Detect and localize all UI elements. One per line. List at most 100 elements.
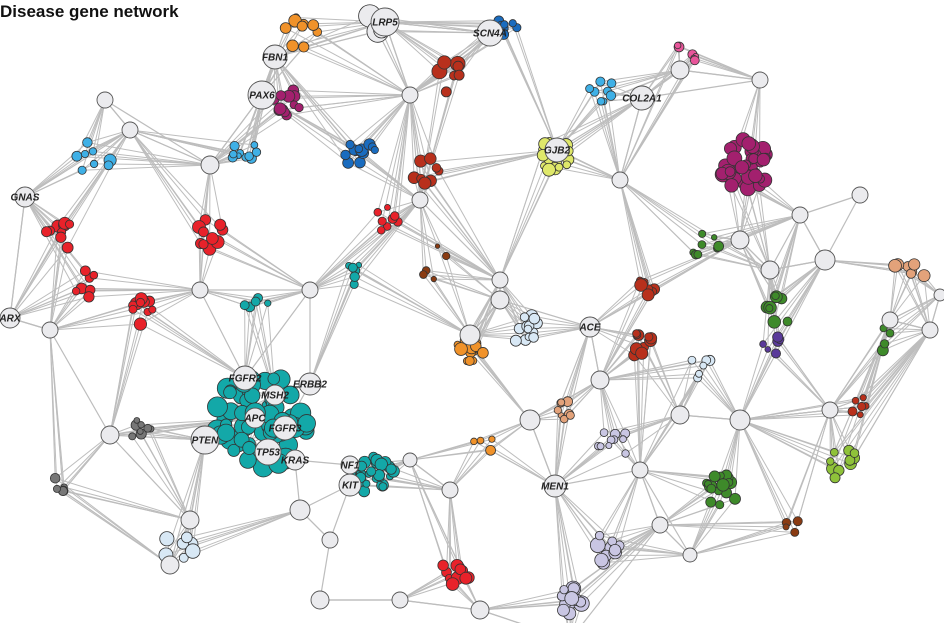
edge <box>352 267 471 336</box>
edge <box>702 365 741 421</box>
edge <box>855 329 931 402</box>
edge <box>554 485 620 547</box>
edge <box>437 245 501 281</box>
edge <box>599 524 661 537</box>
edge <box>293 89 411 96</box>
gene-node <box>641 288 655 302</box>
gene-node <box>41 226 52 238</box>
gene-node <box>419 270 428 279</box>
edge <box>209 94 263 166</box>
gene-node <box>216 423 236 442</box>
edge <box>639 414 681 471</box>
gene-node <box>488 435 496 443</box>
gene-node <box>143 423 153 433</box>
edge <box>255 289 311 303</box>
edge <box>758 79 761 186</box>
edge <box>882 329 931 351</box>
edge <box>274 56 351 145</box>
gene-node <box>713 240 725 252</box>
edge <box>192 509 301 552</box>
gene-node <box>715 500 725 510</box>
edge <box>600 101 621 181</box>
gene-labels: LRP5SCN4AFBN1PAX6GJB2COL2A1GNASARXACEFGF… <box>0 18 662 493</box>
edge <box>739 414 861 421</box>
edge <box>554 485 571 602</box>
edge <box>695 254 771 271</box>
edge <box>76 99 106 157</box>
gene-label-pten: PTEN <box>192 436 219 447</box>
edge <box>274 56 364 154</box>
edge <box>140 417 256 432</box>
gene-node <box>454 563 467 576</box>
edge <box>209 114 287 166</box>
edge <box>767 349 831 411</box>
edge <box>599 291 654 381</box>
gene-node <box>706 483 717 494</box>
edge <box>139 431 191 521</box>
gene-node <box>857 401 867 412</box>
gene-node <box>559 585 569 595</box>
gene-node <box>431 163 442 173</box>
edge <box>54 477 171 566</box>
gene-node <box>349 271 360 282</box>
edge <box>399 599 481 611</box>
gene-node <box>440 86 452 98</box>
edge <box>394 94 411 217</box>
edge <box>426 270 501 281</box>
hub-node <box>579 316 601 338</box>
gene-node <box>829 472 841 484</box>
gene-node <box>445 577 460 591</box>
gene-node <box>710 234 718 241</box>
edge <box>619 60 696 181</box>
edge <box>24 169 83 198</box>
edge <box>589 69 681 90</box>
edge <box>9 237 62 319</box>
edge <box>619 179 697 255</box>
gene-node <box>772 331 784 343</box>
edge <box>433 278 471 336</box>
edge <box>60 129 131 238</box>
edge <box>309 276 356 385</box>
gene-label-men1: MEN1 <box>541 482 569 493</box>
edge <box>490 449 556 487</box>
edge <box>24 196 90 298</box>
gene-node <box>385 463 397 475</box>
edge <box>889 275 925 321</box>
gene-label-tp53: TP53 <box>256 448 280 459</box>
edge <box>731 174 771 271</box>
gene-node <box>705 496 717 508</box>
hub-node <box>321 531 339 549</box>
gene-node <box>847 406 858 417</box>
edge <box>140 323 246 379</box>
edge <box>449 440 481 491</box>
hub-node <box>289 499 311 521</box>
gene-node <box>103 160 114 171</box>
gene-node <box>790 527 800 537</box>
gene-node <box>771 348 781 359</box>
hub-node <box>629 85 655 111</box>
gene-node <box>632 329 641 338</box>
gene-label-lrp5: LRP5 <box>372 18 398 29</box>
hub-node <box>200 155 220 175</box>
hub-node <box>0 307 21 329</box>
edge <box>599 373 700 381</box>
edge <box>449 489 458 566</box>
edge <box>799 194 861 216</box>
edge <box>599 377 698 381</box>
edge <box>56 488 191 521</box>
gene-node <box>244 151 254 161</box>
edge <box>57 129 131 227</box>
edge <box>479 595 563 611</box>
gene-node <box>585 84 595 93</box>
edge <box>639 347 645 471</box>
edge <box>529 419 556 487</box>
gene-node <box>564 591 579 606</box>
edge <box>131 436 191 521</box>
hub-node <box>760 260 780 280</box>
gene-node <box>378 482 388 492</box>
edge <box>384 21 491 34</box>
gene-node <box>286 39 299 52</box>
gene-node <box>698 229 707 238</box>
hub-node <box>262 44 288 70</box>
edge <box>659 524 795 533</box>
